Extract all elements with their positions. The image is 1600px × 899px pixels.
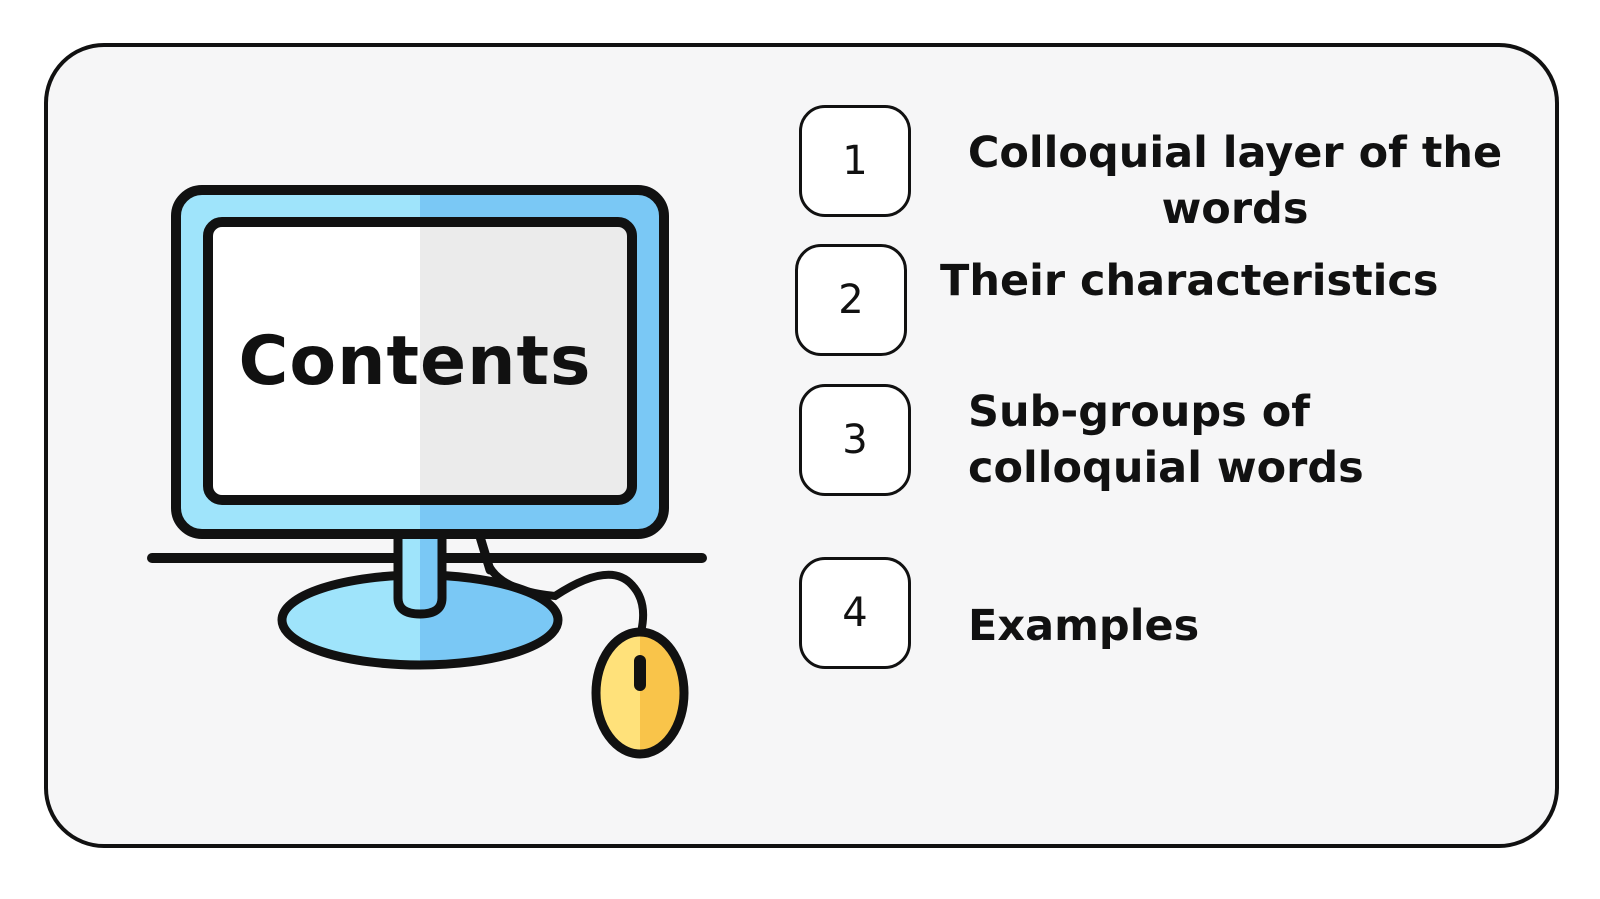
item-text-1: Colloquial layer of the words (967, 128, 1503, 234)
item-text-2: Their characteristics (940, 256, 1439, 306)
contents-title: Contents (238, 322, 592, 401)
computer-monitor-icon (147, 185, 707, 670)
item-number-4: 4 (799, 557, 911, 669)
item-text-4: Examples (968, 601, 1200, 651)
computer-mouse-icon (591, 627, 689, 759)
item-text-3: Sub-groups of colloquial words (968, 387, 1364, 493)
item-number-2: 2 (795, 244, 907, 356)
item-number-3: 3 (799, 384, 911, 496)
item-number-1: 1 (799, 105, 911, 217)
